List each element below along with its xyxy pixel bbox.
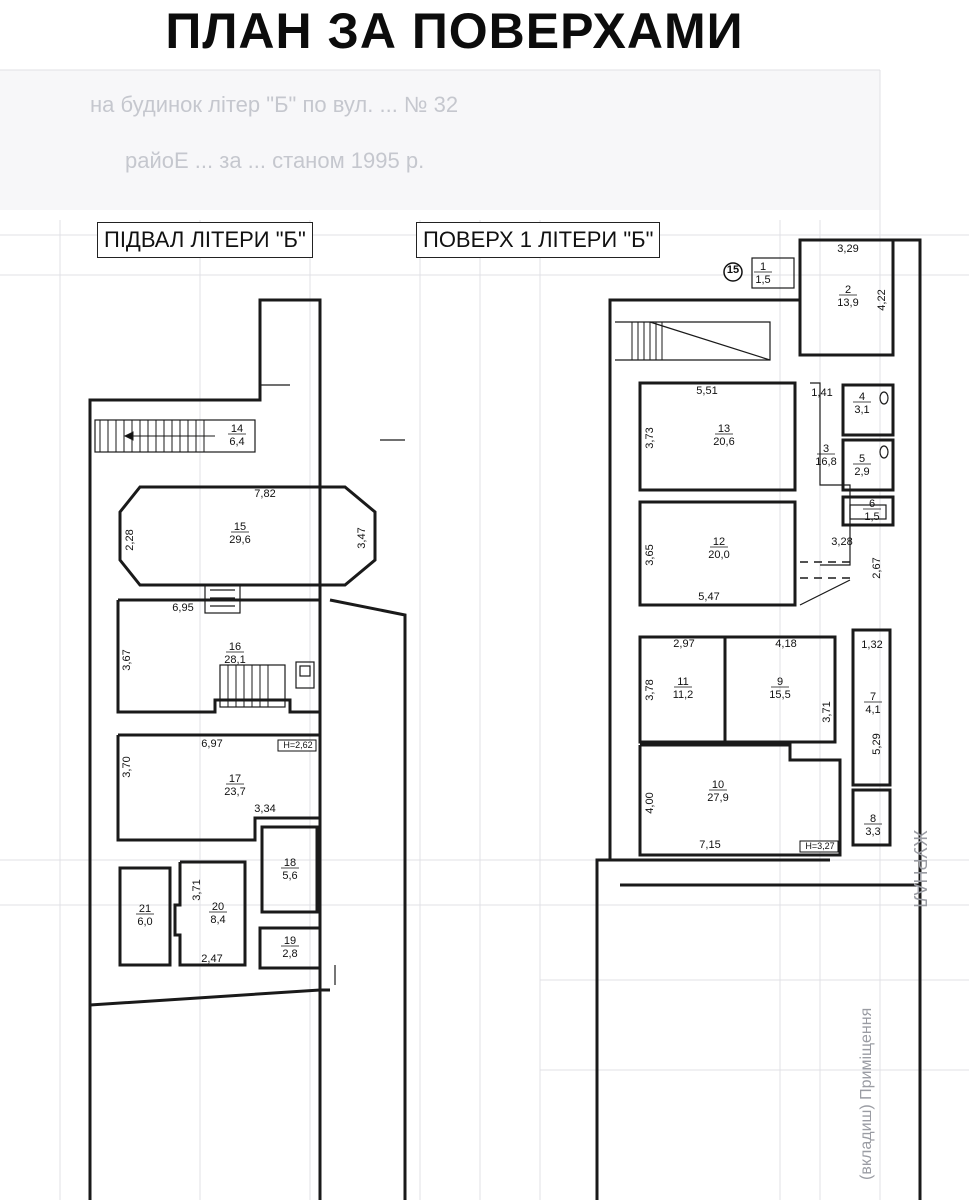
basement-room-18-area: 5,6 <box>282 870 297 882</box>
floor1-room-11-number: 11 <box>677 676 688 688</box>
basement-room-18-number: 18 <box>284 857 296 869</box>
floor1-room-13-number: 13 <box>718 423 730 435</box>
basement-room-14-number: 14 <box>231 423 243 435</box>
floor1-room-5-area: 2,9 <box>854 466 869 478</box>
floor1-room-4-area: 3,1 <box>854 404 869 416</box>
floor1-dimension-12: 1,32 <box>861 639 882 651</box>
basement-plan <box>88 298 407 1200</box>
basement-room-17-area: 23,7 <box>224 786 245 798</box>
floor1-dimension-14: 3,71 <box>821 701 833 722</box>
basement-dimension-7: 3,70 <box>121 756 133 777</box>
basement-room-16-area: 28,1 <box>224 654 245 666</box>
basement-room-14-area: 6,4 <box>229 436 244 448</box>
floor1-room-4-number: 4 <box>859 391 865 403</box>
floor1-room-5-number: 5 <box>859 453 865 465</box>
side-premises-text: (вкладиш) Приміщення <box>858 1007 875 1180</box>
floor1-dimension-16: 4,00 <box>644 792 656 813</box>
side-journal-text: ЖУРНАЛ <box>910 830 930 908</box>
floor1-dimension-1: 3,29 <box>837 243 858 255</box>
basement-dimension-6: 6,97 <box>201 738 222 750</box>
floor1-dimension-7: 3,65 <box>644 544 656 565</box>
floor1-room-6-number: 6 <box>869 498 875 510</box>
floor1-room-2-area: 13,9 <box>837 297 858 309</box>
basement-label: ПІДВАЛ ЛІТЕРИ "Б" <box>97 222 313 258</box>
floor1-dimension-2: 4,22 <box>876 289 888 310</box>
floor1-room-3-number: 3 <box>823 443 829 455</box>
floor1-dimension-11: 4,18 <box>775 638 796 650</box>
faded-header-line-1: на будинок літер "Б" по вул. ... № 32 <box>90 92 459 117</box>
basement-room-20-number: 20 <box>212 901 224 913</box>
floor1-dimension-6: 3,28 <box>831 536 852 548</box>
basement-dimension-5: 3,67 <box>121 649 133 670</box>
floor1-dimension-15: 5,29 <box>871 733 883 754</box>
basement-dimension-9: 3,71 <box>191 879 203 900</box>
entrance-marker-label: 15 <box>726 264 740 276</box>
floor1-room-13-area: 20,6 <box>713 436 734 448</box>
basement-dimension-4: 6,95 <box>172 602 193 614</box>
faded-header-line-2: райоЕ ... за ... станом 1995 р. <box>125 148 425 173</box>
floor1-room-1-number: 1 <box>760 261 766 273</box>
floor1-room-10-area: 27,9 <box>707 792 728 804</box>
basement-room-20-area: 8,4 <box>210 914 225 926</box>
floor1-dimension-5: 3,73 <box>644 427 656 448</box>
basement-dimension-1: 7,82 <box>254 488 275 500</box>
floor1-dimension-9: 5,47 <box>698 591 719 603</box>
floor1-dimension-3: 5,51 <box>696 385 717 397</box>
floor1-dimension-10: 2,97 <box>673 638 694 650</box>
basement-room-17-number: 17 <box>229 773 241 785</box>
floor1-height-label: Н=3,27 <box>805 841 835 851</box>
basement-dimension-10: 2,47 <box>201 953 222 965</box>
basement-room-16-number: 16 <box>229 641 241 653</box>
basement-room-19-area: 2,8 <box>282 948 297 960</box>
floor1-room-12-number: 12 <box>713 536 725 548</box>
floor1-dimension-4: 1,41 <box>811 387 832 399</box>
basement-height-label: Н=2,62 <box>283 740 313 750</box>
floor1-label: ПОВЕРХ 1 ЛІТЕРИ "Б" <box>416 222 661 258</box>
floor1-room-3-area: 16,8 <box>815 456 836 468</box>
floor1-dimension-17: 7,15 <box>699 839 720 851</box>
basement-room-15-number: 15 <box>234 521 246 533</box>
floor1-dimension-13: 3,78 <box>644 679 656 700</box>
basement-dimension-3: 3,47 <box>356 527 368 548</box>
floor1-room-6-area: 1,5 <box>864 511 879 523</box>
basement-room-19-number: 19 <box>284 935 296 947</box>
basement-dimension-2: 2,28 <box>124 529 136 550</box>
basement-room-21-area: 6,0 <box>137 916 152 928</box>
floor1-plan <box>595 238 922 1200</box>
floor1-room-8-area: 3,3 <box>865 826 880 838</box>
basement-room-21-number: 21 <box>139 903 151 915</box>
floor1-room-9-number: 9 <box>777 676 783 688</box>
floor1-room-1-area: 1,5 <box>755 274 770 286</box>
basement-room-15-area: 29,6 <box>229 534 250 546</box>
basement-stair-14 <box>99 420 215 452</box>
floor1-room-10-number: 10 <box>712 779 724 791</box>
floor1-room-7-number: 7 <box>870 691 876 703</box>
floor1-dimension-8: 2,67 <box>871 557 883 578</box>
floor1-room-8-number: 8 <box>870 813 876 825</box>
floor1-room-7-area: 4,1 <box>865 704 880 716</box>
floor1-room-2-number: 2 <box>845 284 851 296</box>
floor1-room-11-area: 11,2 <box>673 689 694 701</box>
floor1-room-9-area: 15,5 <box>769 689 790 701</box>
basement-dimension-8: 3,34 <box>254 803 275 815</box>
page-title: ПЛАН ЗА ПОВЕРХАМИ <box>165 3 744 59</box>
floor1-room-12-area: 20,0 <box>708 549 729 561</box>
